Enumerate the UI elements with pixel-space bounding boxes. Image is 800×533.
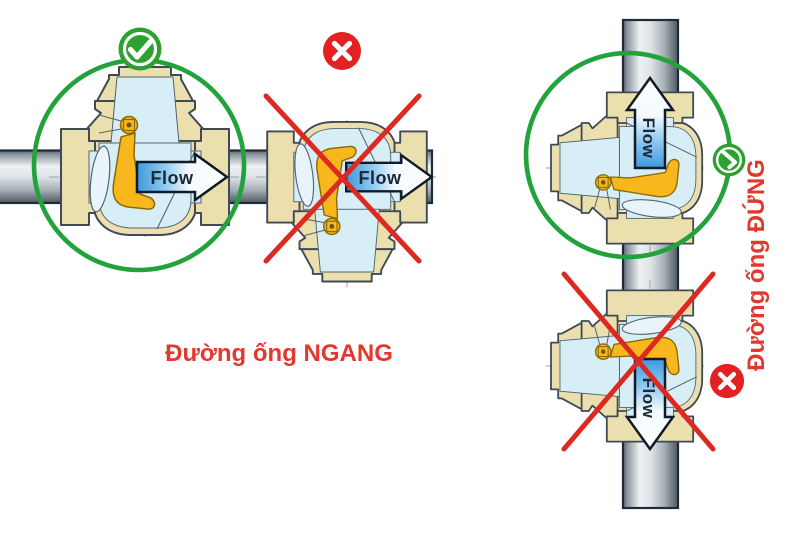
label-horizontal-pipe: Đường ống NGANG [165, 340, 393, 367]
cross-badge-icon-vertical [710, 364, 744, 398]
valve-vertical-correct [544, 80, 707, 256]
check-badge-icon-vertical [710, 141, 748, 179]
flow-label: Flow [639, 118, 658, 159]
flow-label: Flow [359, 168, 402, 188]
flow-label: Flow [639, 378, 658, 419]
cross-badge-icon-horizontal [323, 32, 361, 70]
label-vertical-pipe: Đường ống ĐỨNG [742, 159, 770, 371]
valve-vertical-incorrect [544, 278, 707, 454]
valve-horizontal-incorrect [254, 117, 440, 289]
incorrect-cross-horizontal [263, 93, 422, 264]
incorrect-cross-vertical [561, 271, 716, 452]
check-badge-icon-horizontal [119, 28, 162, 71]
flow-label: Flow [151, 168, 194, 188]
